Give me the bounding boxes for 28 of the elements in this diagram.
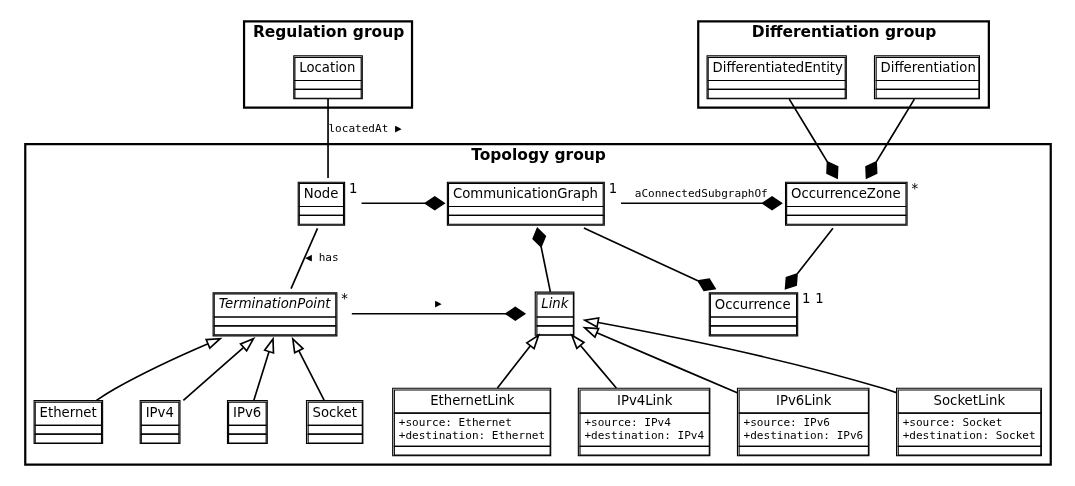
- edge-label: locatedAt ▶: [327, 121, 402, 135]
- node-label: *: [911, 180, 918, 196]
- node-label: 1: [814, 291, 824, 307]
- arrow: [182, 336, 255, 402]
- edge-label: ◀ has: [304, 251, 339, 265]
- connector: [289, 227, 318, 290]
- arrow: [496, 333, 540, 389]
- node-label: 1: [801, 291, 811, 307]
- connector: [326, 98, 329, 179]
- arrow: [291, 336, 325, 401]
- arrow: [581, 326, 738, 394]
- arrow: [95, 337, 222, 402]
- node-label: 1: [348, 180, 357, 196]
- connector: [582, 227, 716, 292]
- connector: [360, 196, 446, 211]
- connector: [350, 306, 526, 321]
- node-label: 1: [608, 180, 617, 196]
- connector: [619, 196, 783, 211]
- edge-label: ▶: [434, 297, 442, 311]
- edge-label: aConnectedSubgraphOf: [634, 186, 768, 200]
- connector: [864, 98, 915, 180]
- connector: [787, 98, 838, 180]
- arrow: [581, 316, 897, 394]
- arrow: [569, 333, 617, 389]
- node-label: *: [340, 291, 348, 307]
- connector: [784, 227, 834, 290]
- arrow: [252, 336, 274, 401]
- connector: [531, 226, 551, 293]
